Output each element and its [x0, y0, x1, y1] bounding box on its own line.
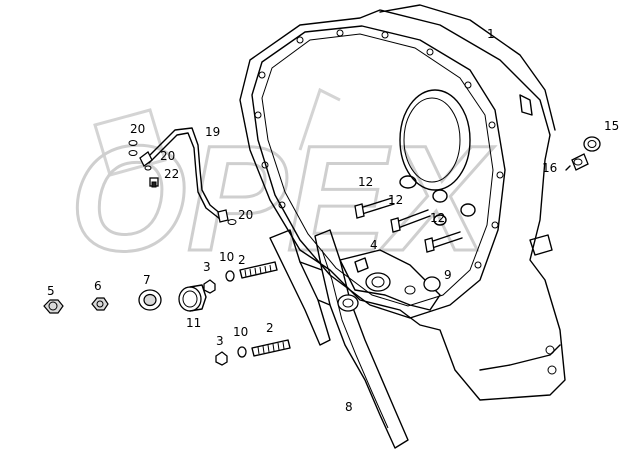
- label-4: 4: [370, 238, 378, 252]
- label-3b: 3: [216, 334, 224, 348]
- bearing-7: [138, 289, 162, 311]
- part-labels: 1 2 2 3 3 4 5 6 7 8 9 10 10 11 12 12 12 …: [47, 27, 619, 414]
- watermark-logo: OPEX: [69, 87, 496, 284]
- nut-3a: [203, 279, 216, 294]
- flywheel-housing: [239, 4, 566, 401]
- washer-10a: [225, 270, 235, 282]
- plug-15: [583, 136, 601, 152]
- nut-5: [43, 299, 64, 314]
- bushing-11: [178, 284, 207, 312]
- watermark-text: OPEX: [70, 114, 495, 282]
- washer-10b: [237, 346, 247, 358]
- stud-2a: [239, 261, 278, 279]
- o-ring-20b: [144, 165, 152, 171]
- label-12c: 12: [430, 211, 445, 225]
- label-8: 8: [345, 400, 353, 414]
- bolt-12c: [424, 231, 463, 253]
- label-1: 1: [487, 27, 495, 41]
- label-22: 22: [164, 167, 179, 181]
- o-ring-20a2: [128, 150, 138, 156]
- nut-3b: [215, 351, 228, 366]
- label-2b: 2: [266, 321, 274, 335]
- lubrication-pipe: [139, 127, 229, 223]
- label-20a: 20: [130, 122, 145, 136]
- release-fork: [269, 229, 409, 449]
- label-2a: 2: [238, 253, 246, 267]
- label-20c: 20: [238, 208, 253, 222]
- label-11: 11: [186, 316, 201, 330]
- label-12b: 12: [388, 193, 403, 207]
- release-shaft-assembly: [337, 249, 441, 312]
- label-16: 16: [542, 161, 557, 175]
- label-15: 15: [604, 119, 619, 133]
- stud-2b: [251, 339, 291, 357]
- label-5: 5: [47, 284, 55, 298]
- breather-16: [565, 153, 589, 171]
- label-7: 7: [143, 273, 151, 287]
- bolt-12b: [390, 209, 431, 233]
- label-3a: 3: [203, 260, 211, 274]
- o-ring-20a: [128, 140, 138, 146]
- label-9: 9: [444, 268, 452, 282]
- label-6: 6: [94, 279, 102, 293]
- nut-6: [91, 297, 109, 311]
- fitting-22: [149, 177, 159, 188]
- label-19: 19: [205, 125, 220, 139]
- label-20b: 20: [160, 149, 175, 163]
- label-10b: 10: [233, 325, 248, 339]
- label-12a: 12: [358, 175, 373, 189]
- bolt-12a: [354, 197, 395, 219]
- label-10a: 10: [219, 250, 234, 264]
- o-ring-20c: [227, 219, 237, 225]
